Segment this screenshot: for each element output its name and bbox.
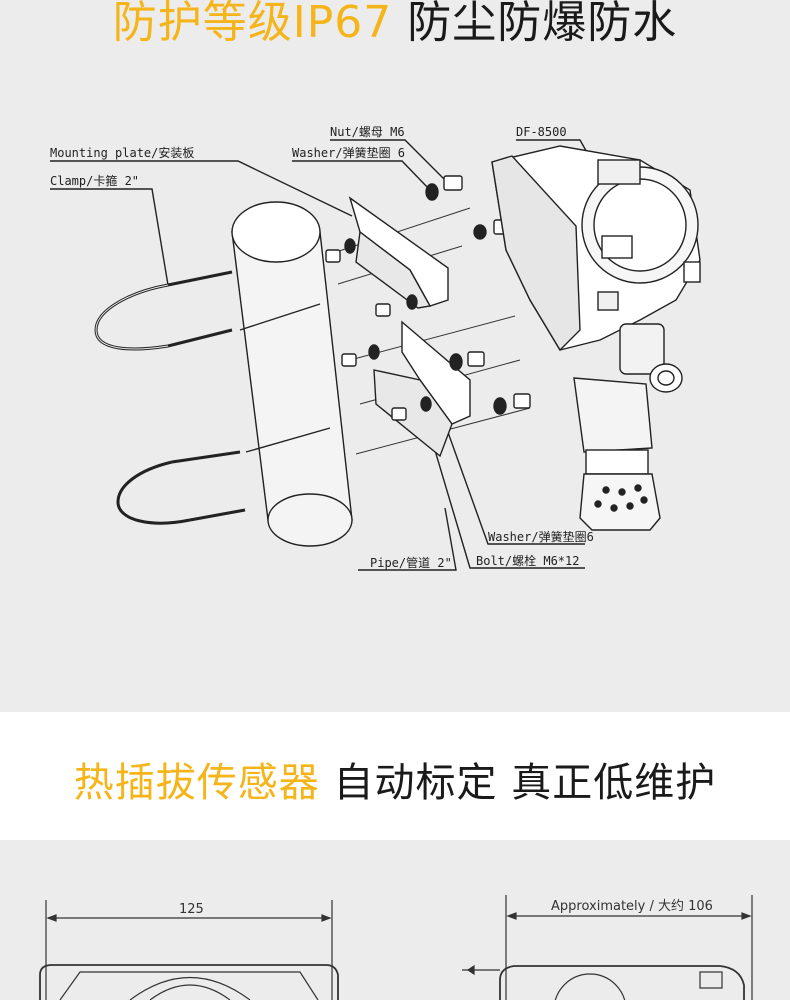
bolt-leader <box>419 399 585 569</box>
nut-label: Nut/螺母 M6 <box>330 125 405 139</box>
upper-mounting-plate <box>348 196 449 309</box>
clamp-leader <box>50 188 169 286</box>
width-dimension-label: 125 <box>179 902 204 917</box>
model-label: DF-8500 <box>516 125 567 139</box>
pipe-leader <box>358 507 457 571</box>
headline-highlight: 防护等级IP67 <box>112 0 393 48</box>
washer-bottom-leader <box>439 409 585 545</box>
dimension-panel <box>0 840 790 1000</box>
washer-top <box>425 183 439 201</box>
feature-headline: 热插拔传感器 自动标定 真正低维护 <box>0 750 790 808</box>
clamp-label: Clamp/卡箍 2" <box>50 173 139 188</box>
lower-clamp <box>116 460 191 525</box>
nut-leader <box>330 139 451 186</box>
protection-headline: 防护等级IP67 防尘防爆防水 <box>0 0 790 50</box>
fasteners <box>325 175 531 421</box>
df8500-detector <box>491 145 701 531</box>
washer-bottom-label: Washer/弹簧垫圈6 <box>488 529 594 544</box>
headline-rest: 防尘防爆防水 <box>407 0 678 48</box>
dimension-drawings <box>39 895 753 1000</box>
lower-mounting-plate <box>373 320 471 458</box>
depth-dimension-label: Approximately / 大约 106 <box>551 899 713 914</box>
mounting-plate-label: Mounting plate/安装板 <box>50 145 194 160</box>
pipe-label: Pipe/管道 2" <box>370 555 452 570</box>
washer-top-leader <box>292 160 431 191</box>
upper-clamp <box>94 283 169 351</box>
feature-highlight: 热插拔传感器 <box>73 760 320 806</box>
mounting-plate-leader <box>50 160 353 217</box>
washer-top-label: Washer/弹簧垫圈 6 <box>292 145 405 160</box>
bolt-label: Bolt/螺栓 M6*12 <box>476 553 579 568</box>
feature-rest: 自动标定 真正低维护 <box>333 760 717 806</box>
feature-banner <box>0 712 790 840</box>
nut-top <box>443 175 463 191</box>
